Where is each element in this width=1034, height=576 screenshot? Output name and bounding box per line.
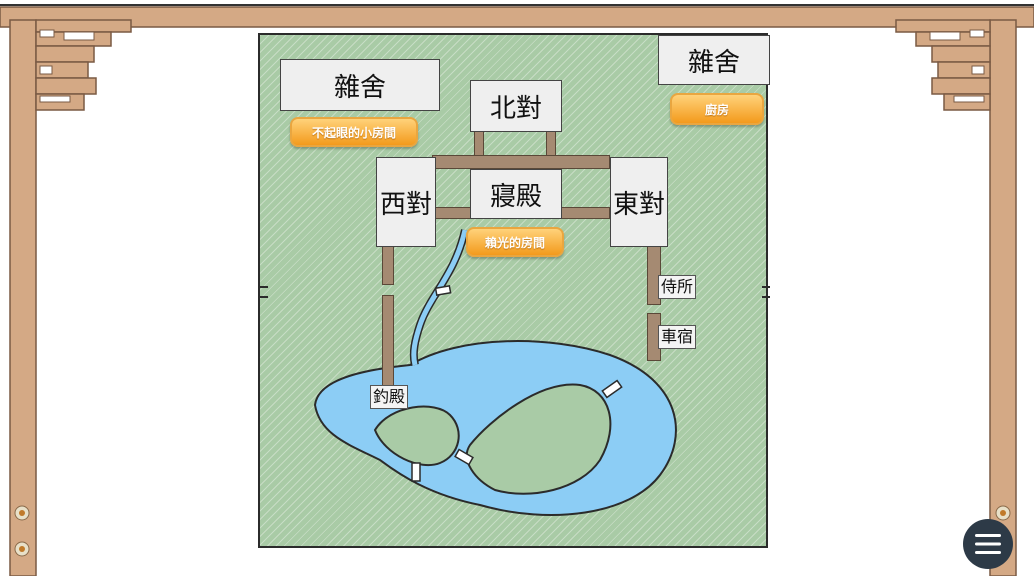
label-tsuri-dono[interactable]: 釣殿 <box>370 385 409 409</box>
building-nishi-tai[interactable]: 西對 <box>376 157 436 247</box>
tag-kitchen-button[interactable]: 廚房 <box>670 93 764 125</box>
label-samurai-dokoro[interactable]: 侍所 <box>658 275 697 299</box>
tag-mitsuhiro-room-button[interactable]: 賴光的房間 <box>466 227 564 257</box>
corridor <box>382 243 394 285</box>
map-drawing <box>260 229 770 516</box>
island-left <box>373 405 460 467</box>
building-label: 西對 <box>379 189 432 220</box>
hamburger-menu-icon <box>975 534 1001 554</box>
island-right <box>465 383 612 495</box>
label-kuruma-yado[interactable]: 車宿 <box>658 325 697 349</box>
building-label: 雜舍 <box>687 47 740 78</box>
building-label: 寢殿 <box>489 181 542 212</box>
building-label: 雜舍 <box>333 72 386 103</box>
building-shinden[interactable]: 寢殿 <box>470 169 562 219</box>
building-label: 北對 <box>489 93 542 124</box>
estate-map: 雜舍 雜舍 北對 西對 寢殿 東對 侍所 車宿 釣殿 不起眼的小房間 廚房 賴光… <box>258 33 770 548</box>
building-label: 東對 <box>612 189 665 220</box>
top-border-line <box>0 4 1034 6</box>
menu-button[interactable] <box>963 519 1013 569</box>
building-higashi-tai[interactable]: 東對 <box>610 157 668 247</box>
tag-small-room-button[interactable]: 不起眼的小房間 <box>290 117 418 147</box>
corridor <box>432 155 610 169</box>
building-zasha-right[interactable]: 雜舍 <box>658 35 770 85</box>
corridor <box>382 295 394 395</box>
building-zasha-left[interactable]: 雜舍 <box>280 59 440 111</box>
building-kita-tai[interactable]: 北對 <box>470 80 562 132</box>
rivet-icon <box>14 505 1011 557</box>
